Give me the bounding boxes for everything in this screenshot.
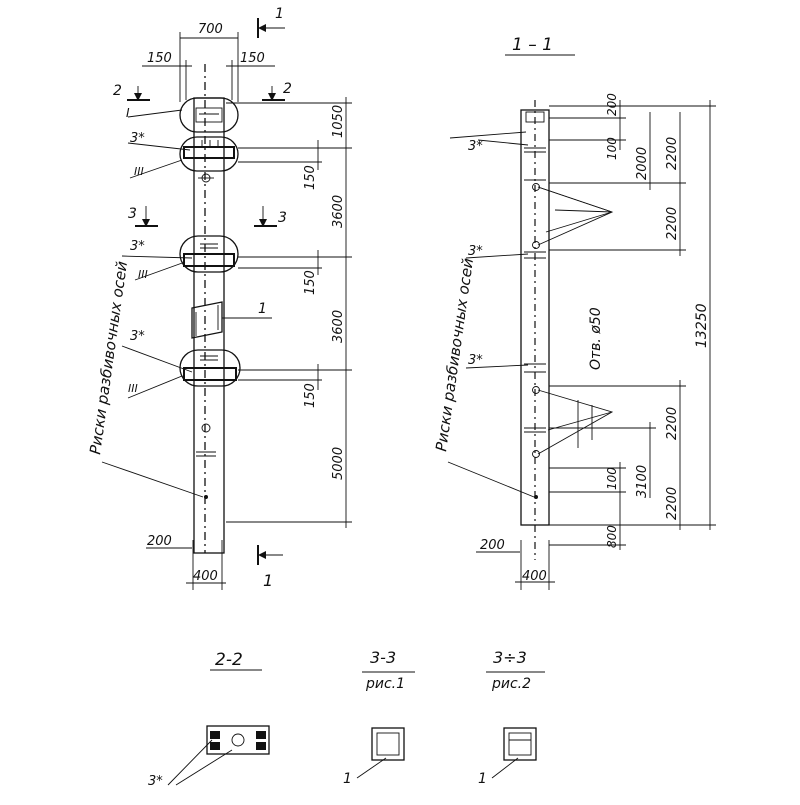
- section-2-left-label: 2: [113, 83, 122, 99]
- dim-200-top: 200: [605, 93, 619, 116]
- detail-3-3-subtitle: рис.1: [365, 676, 405, 692]
- section-3-right-label: 3: [278, 210, 287, 226]
- dim-150-left: 150: [147, 51, 172, 66]
- detail-3-3-title: 3-3: [370, 648, 396, 667]
- callout-3-a: 3*: [130, 131, 145, 146]
- detail-3-3-callout: 1: [343, 771, 352, 787]
- dim-400-section: 400: [522, 569, 547, 584]
- dim-150-right: 150: [240, 51, 265, 66]
- section-1-top-label: 1: [275, 6, 284, 22]
- dim-200-front: 200: [147, 534, 172, 549]
- callout-3-c: 3*: [130, 329, 145, 344]
- dim-13250: 13250: [694, 303, 710, 348]
- detail-3-3-fig2: 3÷3 рис.2 1: [478, 648, 545, 787]
- section-1-1: 1 – 1 Отв. ø50: [432, 35, 716, 590]
- dim-100-b: 100: [605, 467, 619, 490]
- callout-iii-b: III: [138, 268, 148, 281]
- dim-2000: 2000: [635, 147, 650, 180]
- detail-2-2-title: 2-2: [215, 650, 243, 670]
- callout-1: 1: [258, 301, 267, 317]
- dim-3100: 3100: [635, 465, 650, 498]
- section-callout-3-a: 3*: [468, 139, 483, 154]
- callout-iii-a: III: [134, 165, 144, 178]
- detail-3-3-outer: [371, 727, 405, 761]
- node-iii-a: [179, 136, 239, 172]
- dim-1050: 1050: [331, 105, 346, 138]
- detail-2-2: 2-2 3*: [148, 650, 270, 789]
- detail-3-3b-outer: [503, 727, 537, 761]
- detail-3-3b-callout: 1: [478, 771, 487, 787]
- axes-label-front: Риски разбивочных осей: [86, 260, 131, 456]
- section-1-bottom-label: 1: [263, 571, 273, 590]
- detail-2-2-callout: 3*: [148, 774, 163, 789]
- dim-150-c: 150: [303, 383, 318, 408]
- section-3-left-label: 3: [128, 206, 137, 222]
- detail-3-3b-title: 3÷3: [493, 648, 527, 667]
- dim-3600-b: 3600: [331, 310, 346, 343]
- node-iii-b: [179, 235, 239, 273]
- detail-3-3-fig1: 3-3 рис.1 1: [343, 648, 415, 787]
- dim-150-b: 150: [303, 270, 318, 295]
- dim-2200-c: 2200: [665, 407, 680, 440]
- pipe-detail-1: [191, 301, 223, 339]
- front-view: 700 150 150 1 2 2 3 3: [86, 6, 352, 590]
- section-callout-3-b: 3*: [468, 244, 483, 259]
- callout-3-b: 3*: [130, 239, 145, 254]
- detail-3-3b-subtitle: рис.2: [491, 676, 531, 692]
- hole-label: Отв. ø50: [588, 307, 604, 370]
- dim-2200-b: 2200: [665, 207, 680, 240]
- dim-150-a: 150: [303, 165, 318, 190]
- callout-iii-c: III: [128, 382, 138, 395]
- section-1-1-title: 1 – 1: [512, 35, 553, 55]
- dim-2200-a: 2200: [665, 137, 680, 170]
- section-2-right-label: 2: [283, 81, 292, 97]
- section-callout-3-c: 3*: [468, 353, 483, 368]
- dim-3600-a: 3600: [331, 195, 346, 228]
- detail-2-2-plate: [206, 725, 270, 755]
- dim-2200-d: 2200: [665, 487, 680, 520]
- callout-i: I: [126, 106, 130, 120]
- column-body: [193, 97, 225, 554]
- dim-400-front: 400: [193, 569, 218, 584]
- dim-100-a: 100: [605, 137, 619, 160]
- dim-5000: 5000: [331, 447, 346, 480]
- node-i: [179, 97, 239, 133]
- dim-800: 800: [605, 525, 619, 548]
- dim-200-section: 200: [480, 538, 505, 553]
- dim-700: 700: [198, 22, 223, 37]
